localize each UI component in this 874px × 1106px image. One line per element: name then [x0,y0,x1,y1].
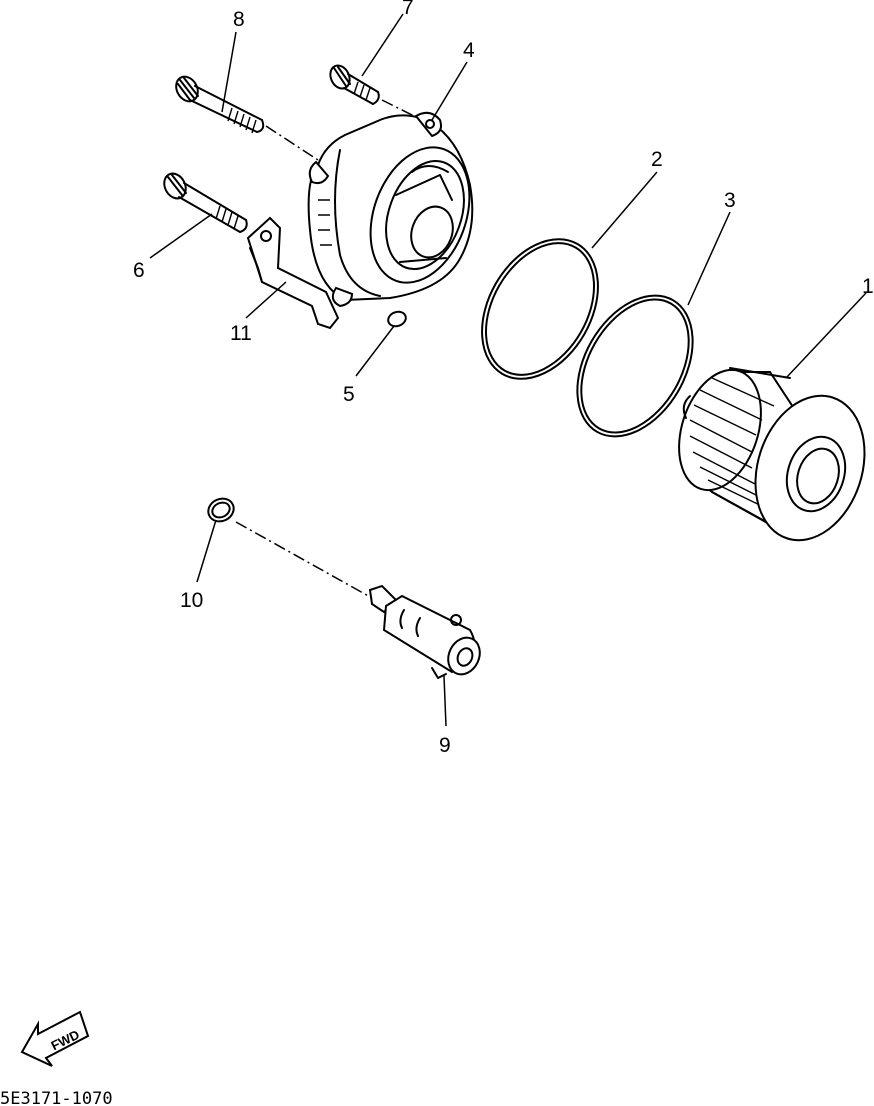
diagram-code: 5E3171-1070 [0,1089,113,1106]
bolt-8 [175,75,265,134]
o-ring-3 [576,294,694,438]
bolt-6 [163,172,248,233]
fwd-arrow-icon: FWD [20,1010,90,1067]
o-ring-2 [481,238,599,380]
callout-11: 11 [230,322,252,345]
oil-filter-element-1 [678,367,866,542]
callout-9: 9 [439,734,451,757]
callout-2: 2 [651,148,663,171]
callout-6: 6 [133,259,145,282]
callout-7: 7 [402,0,414,19]
bracket-11 [246,216,340,330]
bolt-7 [329,64,380,105]
callout-4: 4 [463,39,475,62]
callout-10: 10 [180,589,203,612]
washer-10 [207,497,235,523]
callout-5: 5 [343,383,355,406]
leader-lines [149,13,867,727]
callout-1: 1 [862,275,874,298]
union-bolt-9 [368,584,481,679]
callout-labels: 1 2 3 4 5 6 7 8 9 10 11 [133,0,874,757]
o-ring-5 [387,310,407,328]
oil-filter-cover-4 [307,111,474,308]
callout-8: 8 [233,8,245,31]
callout-3: 3 [724,189,736,212]
